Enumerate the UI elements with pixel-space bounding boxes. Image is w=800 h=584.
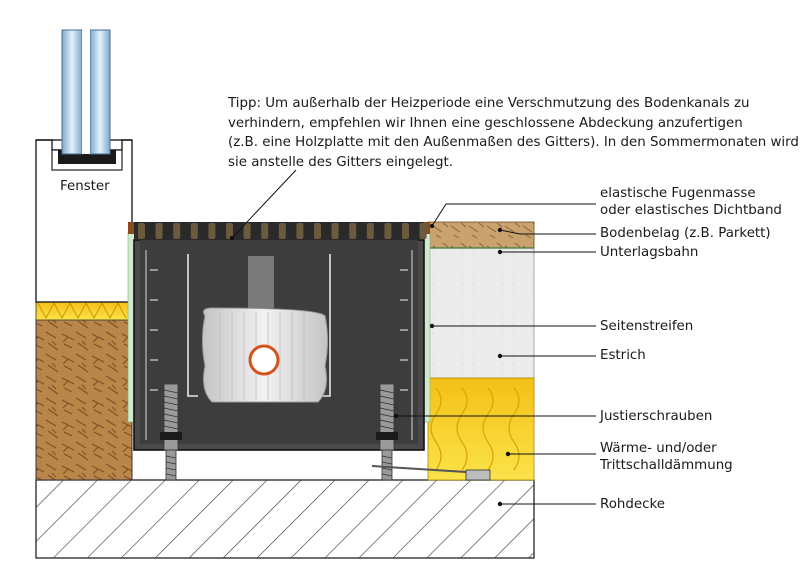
grill-bar	[261, 223, 269, 239]
label-daemmung-line-2: Trittschalldämmung	[600, 458, 733, 473]
heat-exchanger	[202, 307, 328, 403]
grill-bar	[173, 223, 181, 239]
grill-bar	[278, 223, 286, 239]
grill-bar	[226, 223, 233, 239]
tip-text: Tipp: Um außerhalb der Heizperiode eine …	[228, 94, 799, 172]
grill-bar	[384, 223, 392, 239]
wall-wood	[35, 301, 133, 481]
grill-bar	[402, 223, 409, 239]
leader-dots	[229, 223, 511, 507]
label-fugenmasse-line-1: elastische Fugenmasse	[600, 186, 756, 201]
window-label: Fenster	[60, 179, 110, 194]
label-estrich: Estrich	[600, 348, 646, 363]
label-fugenmasse-line-2: oder elastisches Dichtband	[600, 203, 782, 218]
label-daemmung-line-1: Wärme- und/oder	[600, 441, 717, 456]
rohdecke-slab	[35, 479, 535, 559]
grill-bar	[349, 223, 357, 239]
label-daemmung: Wärme- und/oder Trittschalldämmung	[600, 440, 733, 474]
grill-bar	[419, 223, 427, 239]
label-fugenmasse: elastische Fugenmasse oder elastisches D…	[600, 185, 782, 219]
grill-bar	[314, 223, 321, 239]
tip-line: Tipp: Um außerhalb der Heizperiode eine …	[228, 96, 750, 111]
grill-bar	[366, 223, 374, 239]
grill-bar	[296, 223, 304, 239]
tip-line: verhindern, empfehlen wir Ihnen eine ges…	[228, 115, 743, 131]
parkett-layer	[427, 221, 535, 249]
label-bodenbelag: Bodenbelag (z.B. Parkett)	[600, 226, 771, 241]
label-unterlagsbahn: Unterlagsbahn	[600, 245, 699, 260]
grill-bar	[155, 223, 163, 239]
grill-bar	[331, 223, 339, 239]
label-justierschrauben: Justierschrauben	[600, 409, 713, 424]
justierschrauben	[160, 383, 491, 481]
daemmung-layer	[427, 377, 535, 481]
grill-bar	[138, 223, 145, 239]
tip-line: sie anstelle des Gitters eingelegt.	[228, 154, 453, 170]
grill-bar	[190, 223, 198, 239]
label-seitenstreifen: Seitenstreifen	[600, 319, 694, 334]
estrich-layer	[427, 247, 535, 379]
label-rohdecke: Rohdecke	[600, 497, 665, 512]
tip-line: (z.B. eine Holzplatte mit den Außenmaßen…	[228, 135, 799, 150]
grill-bar	[243, 223, 251, 239]
grill-bars	[138, 223, 427, 239]
leader-lines	[231, 169, 596, 505]
window-frame	[35, 29, 133, 303]
grill-bar	[208, 223, 216, 239]
